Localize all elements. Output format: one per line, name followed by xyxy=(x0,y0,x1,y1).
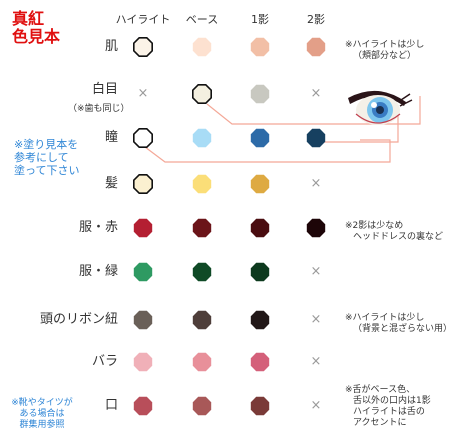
color-swatch xyxy=(133,128,153,148)
connector-line-white xyxy=(206,96,421,125)
row-note: ※2影は少なめ xyxy=(345,221,404,231)
row-note: （頬部分など） xyxy=(353,51,417,61)
no-swatch-mark: × xyxy=(310,176,322,191)
color-swatch xyxy=(250,262,270,282)
row-sublabel: （※歯も同じ） xyxy=(68,104,130,114)
color-swatch xyxy=(133,218,153,238)
row-label: 白目 xyxy=(91,82,118,97)
shoes-note-3: 群集用参照 xyxy=(19,420,65,430)
row-label: 頭のリボン紐 xyxy=(39,312,118,327)
color-swatch xyxy=(250,310,270,330)
paint-ref-note-2: 参考にして xyxy=(14,151,69,164)
color-swatch xyxy=(133,310,153,330)
no-swatch-mark: × xyxy=(310,398,322,413)
shoes-note-2: ある場合は xyxy=(19,409,65,419)
connector-line-iris xyxy=(144,139,391,163)
row-note: ※ハイライトは少し xyxy=(345,40,425,50)
row-label: 髪 xyxy=(104,176,118,191)
color-swatch xyxy=(250,128,270,148)
color-swatch xyxy=(192,84,212,104)
color-swatch xyxy=(192,262,212,282)
color-swatch xyxy=(133,352,153,372)
color-swatch xyxy=(306,37,326,57)
color-swatch xyxy=(192,174,212,194)
row-note: （背景と混ざらない用） xyxy=(353,324,450,334)
color-swatch xyxy=(306,128,326,148)
no-swatch-mark: × xyxy=(310,312,322,327)
row-label: 瞳 xyxy=(104,130,118,145)
no-swatch-mark: × xyxy=(310,86,322,101)
color-swatch xyxy=(133,262,153,282)
paint-ref-note-3: 塗って下さい xyxy=(14,164,80,177)
color-swatch xyxy=(133,396,153,416)
row-label: 服・赤 xyxy=(78,220,118,235)
color-swatch xyxy=(250,174,270,194)
row-label: 肌 xyxy=(104,39,118,54)
row-note: 舌以外の口内は1影 xyxy=(353,396,431,406)
color-swatch xyxy=(192,396,212,416)
row-note: ※ハイライトは少し xyxy=(345,313,425,323)
color-swatch xyxy=(250,352,270,372)
row-note: ハイライトは舌の xyxy=(353,407,425,417)
no-swatch-mark: × xyxy=(310,264,322,279)
paint-ref-note-1: ※塗り見本を xyxy=(14,138,79,151)
row-note: アクセントに xyxy=(353,418,407,428)
title-line2: 色見本 xyxy=(12,27,61,46)
header-shadow1: 1影 xyxy=(251,13,269,26)
no-swatch-mark: × xyxy=(137,86,149,101)
color-swatch xyxy=(192,218,212,238)
header-shadow2: 2影 xyxy=(307,13,325,26)
eye-illustration xyxy=(348,90,413,125)
color-swatch xyxy=(192,128,212,148)
header-highlight: ハイライト xyxy=(115,13,171,26)
header-base: ベース xyxy=(185,13,219,26)
connector-line-dark xyxy=(322,115,399,143)
row-label: 口 xyxy=(104,398,118,413)
row-note: ヘッドドレスの裏など xyxy=(353,232,444,242)
no-swatch-mark: × xyxy=(310,354,322,369)
color-swatch xyxy=(250,218,270,238)
color-swatch xyxy=(250,84,270,104)
color-swatch xyxy=(250,396,270,416)
title-line1: 真紅 xyxy=(12,9,45,28)
color-swatch xyxy=(250,37,270,57)
row-note: ※舌がベース色、 xyxy=(345,385,416,395)
color-swatch xyxy=(192,352,212,372)
row-label: 服・緑 xyxy=(78,264,118,279)
shoes-note-1: ※靴やタイツが xyxy=(11,398,73,408)
color-swatch xyxy=(133,174,153,194)
color-swatch xyxy=(192,310,212,330)
color-swatch xyxy=(192,37,212,57)
color-swatch xyxy=(306,218,326,238)
row-label: バラ xyxy=(91,354,118,369)
color-swatch xyxy=(133,36,153,58)
